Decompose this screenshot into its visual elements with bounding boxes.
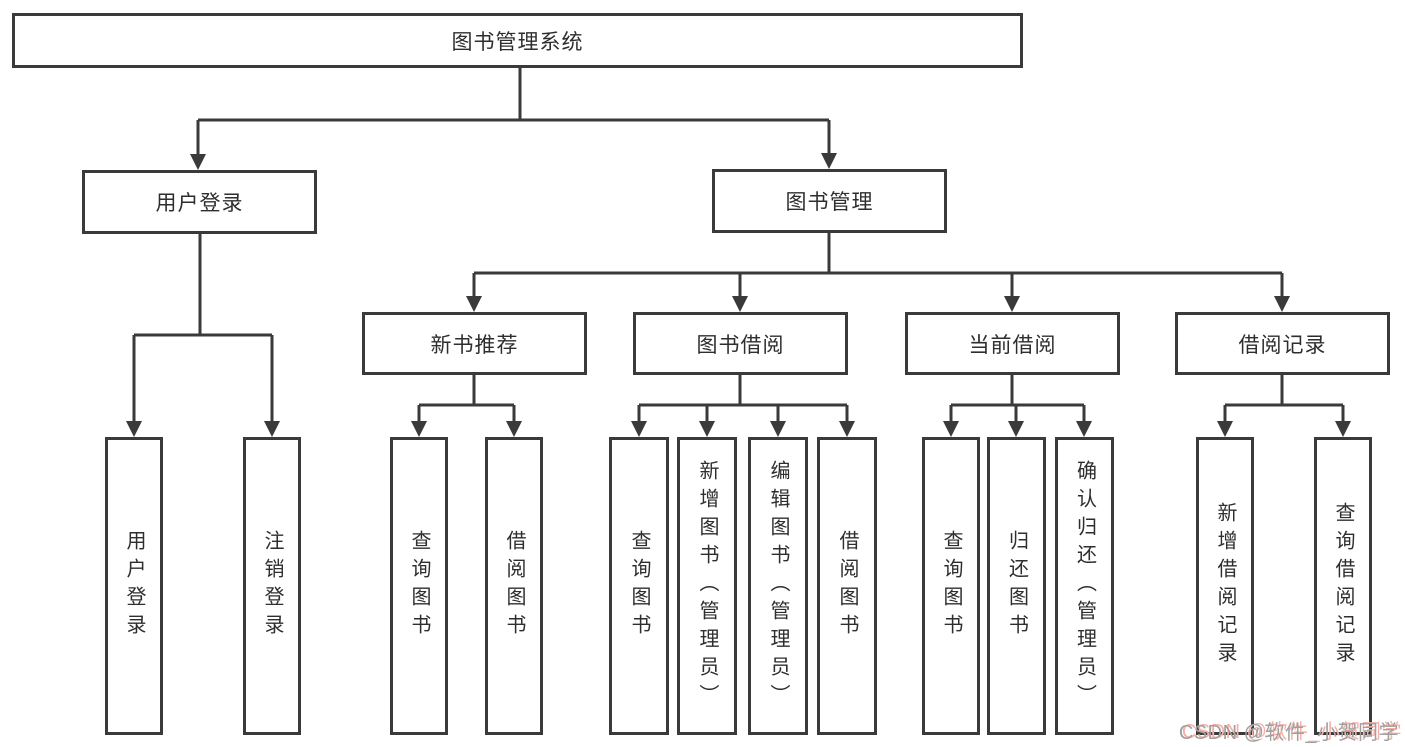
- leaf-add-books-admin: 新增图书（管理员）: [677, 437, 737, 735]
- leaf-borrow-books-label: 借阅图书: [836, 530, 858, 642]
- node-user-login-label: 用户登录: [155, 192, 244, 215]
- leaf-query-books-borrow-label: 查询图书: [628, 530, 650, 642]
- connector-line: [196, 68, 831, 156]
- leaf-query-books-recommend: 查询图书: [390, 437, 448, 735]
- leaf-confirm-return-admin-label: 确认归还（管理员）: [1073, 460, 1096, 712]
- leaf-query-borrow-record-label: 查询借阅记录: [1332, 502, 1354, 670]
- node-new-book-recommend-label: 新书推荐: [430, 333, 519, 357]
- leaf-add-borrow-record-label: 新增借阅记录: [1214, 502, 1236, 670]
- arrowhead-down-icon: [506, 421, 522, 437]
- connector-book-borrow-to-leaves: [631, 375, 855, 437]
- leaf-logout: 注销登录: [243, 437, 301, 735]
- arrowhead-down-icon: [1274, 296, 1290, 312]
- node-current-borrow: 当前借阅: [905, 312, 1120, 375]
- node-new-book-recommend: 新书推荐: [362, 312, 587, 375]
- arrowhead-down-icon: [126, 421, 142, 437]
- node-book-borrow-label: 图书借阅: [696, 333, 785, 357]
- leaf-edit-books-admin-label: 编辑图书（管理员）: [767, 460, 789, 712]
- leaf-logout-label: 注销登录: [261, 530, 283, 642]
- connector-user-login-to-leaves: [126, 234, 280, 437]
- node-current-borrow-label: 当前借阅: [968, 333, 1057, 357]
- arrowhead-down-icon: [1217, 421, 1233, 437]
- node-book-management-label: 图书管理: [785, 191, 874, 214]
- arrowhead-down-icon: [732, 296, 748, 312]
- arrowhead-down-icon: [466, 296, 482, 312]
- leaf-query-books-borrow: 查询图书: [609, 437, 669, 735]
- connector-line: [472, 233, 1284, 298]
- arrowhead-down-icon: [1004, 296, 1020, 312]
- connector-line: [132, 234, 274, 423]
- arrowhead-down-icon: [699, 421, 715, 437]
- arrowhead-down-icon: [821, 153, 837, 169]
- connector-line: [417, 375, 516, 423]
- leaf-user-login: 用户登录: [105, 437, 163, 735]
- leaf-add-borrow-record: 新增借阅记录: [1196, 437, 1254, 735]
- leaf-add-books-admin-label: 新增图书（管理员）: [696, 460, 718, 712]
- leaf-borrow-books-recommend-label: 借阅图书: [503, 530, 525, 642]
- node-user-login: 用户登录: [82, 170, 317, 234]
- arrowhead-down-icon: [770, 421, 786, 437]
- arrowhead-down-icon: [1008, 421, 1024, 437]
- arrowhead-down-icon: [839, 421, 855, 437]
- watermark: CSDN @软件_小贺同学: [1178, 722, 1399, 744]
- connector-current-borrow-to-leaves: [943, 375, 1092, 437]
- leaf-query-books-recommend-label: 查询图书: [408, 530, 430, 642]
- connector-book-management-to-level3: [466, 233, 1290, 312]
- arrowhead-down-icon: [631, 421, 647, 437]
- node-borrow-records: 借阅记录: [1175, 312, 1390, 375]
- connector-line: [1223, 375, 1345, 423]
- leaf-query-borrow-record: 查询借阅记录: [1314, 437, 1372, 735]
- arrowhead-down-icon: [943, 421, 959, 437]
- connector-borrow-records-to-leaves: [1217, 375, 1351, 437]
- leaf-borrow-books-recommend: 借阅图书: [485, 437, 543, 735]
- leaf-confirm-return-admin: 确认归还（管理员）: [1055, 437, 1114, 735]
- arrowhead-down-icon: [411, 421, 427, 437]
- arrowhead-down-icon: [264, 421, 280, 437]
- connector-root-to-level2: [190, 68, 837, 170]
- node-borrow-records-label: 借阅记录: [1238, 333, 1327, 357]
- leaf-edit-books-admin: 编辑图书（管理员）: [748, 437, 808, 735]
- node-root-label: 图书管理系统: [451, 30, 584, 54]
- leaf-query-books-current-label: 查询图书: [940, 530, 962, 642]
- node-root: 图书管理系统: [12, 13, 1023, 68]
- node-book-management: 图书管理: [712, 169, 947, 233]
- connector-line: [637, 375, 849, 423]
- arrowhead-down-icon: [1076, 421, 1092, 437]
- leaf-borrow-books: 借阅图书: [817, 437, 877, 735]
- arrowhead-down-icon: [1335, 421, 1351, 437]
- arrowhead-down-icon: [190, 154, 206, 170]
- connector-line: [949, 375, 1086, 423]
- leaf-return-books: 归还图书: [987, 437, 1046, 735]
- node-book-borrow: 图书借阅: [633, 312, 848, 375]
- leaf-query-books-current: 查询图书: [922, 437, 980, 735]
- leaf-return-books-label: 归还图书: [1005, 530, 1028, 642]
- leaf-user-login-label: 用户登录: [123, 530, 145, 642]
- connector-new-book-to-leaves: [411, 375, 522, 437]
